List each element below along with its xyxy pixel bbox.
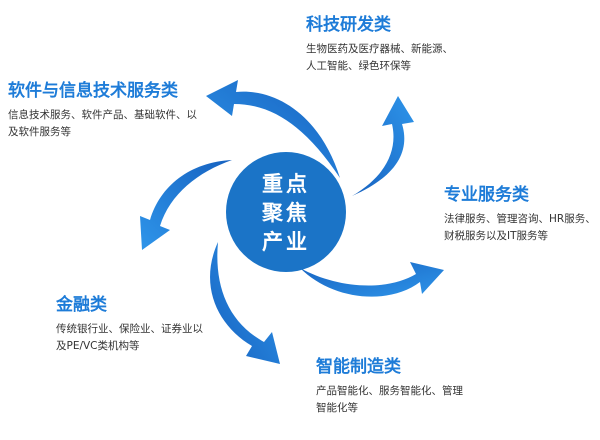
description-line: 法律服务、管理咨询、HR服务、 xyxy=(444,213,596,225)
category-title: 专业服务类 xyxy=(444,185,529,205)
description-line: 智能化等 xyxy=(316,402,358,414)
center-label-line2: 聚焦 xyxy=(262,201,310,225)
category-professional-services: 专业服务类 法律服务、管理咨询、HR服务、 财税服务以及IT服务等 xyxy=(444,184,596,245)
center-label-line3: 产业 xyxy=(262,230,310,254)
description-line: 传统银行业、保险业、证券业以 xyxy=(56,323,203,335)
category-title: 软件与信息技术服务类 xyxy=(8,81,178,101)
category-tech-rnd: 科技研发类 生物医药及医疗器械、新能源、 人工智能、绿色环保等 xyxy=(306,14,453,75)
category-description: 生物医药及医疗器械、新能源、 人工智能、绿色环保等 xyxy=(306,41,453,75)
category-description: 信息技术服务、软件产品、基础软件、以 及软件服务等 xyxy=(8,107,197,141)
description-line: 信息技术服务、软件产品、基础软件、以 xyxy=(8,109,197,121)
category-finance: 金融类 传统银行业、保险业、证券业以 及PE/VC类机构等 xyxy=(56,294,203,355)
swirl-arrow-manufacturing xyxy=(210,242,280,364)
swirl-arrow-software xyxy=(206,80,340,178)
swirl-arrow-professional xyxy=(300,262,444,297)
center-label-line1: 重点 xyxy=(262,172,310,196)
description-line: 人工智能、绿色环保等 xyxy=(306,60,411,72)
category-smart-manufacturing: 智能制造类 产品智能化、服务智能化、管理 智能化等 xyxy=(316,356,463,417)
center-label: 重点 聚焦 产业 xyxy=(230,170,342,257)
swirl-arrow-finance xyxy=(140,160,232,250)
category-title: 智能制造类 xyxy=(316,357,401,377)
description-line: 财税服务以及IT服务等 xyxy=(444,230,549,242)
category-description: 传统银行业、保险业、证券业以 及PE/VC类机构等 xyxy=(56,321,203,355)
swirl-arrow-tech xyxy=(352,96,414,196)
description-line: 生物医药及医疗器械、新能源、 xyxy=(306,43,453,55)
description-line: 产品智能化、服务智能化、管理 xyxy=(316,385,463,397)
category-title: 金融类 xyxy=(56,295,107,315)
center-circle xyxy=(226,152,346,272)
category-software-it: 软件与信息技术服务类 信息技术服务、软件产品、基础软件、以 及软件服务等 xyxy=(8,80,197,141)
category-description: 产品智能化、服务智能化、管理 智能化等 xyxy=(316,383,463,417)
description-line: 及PE/VC类机构等 xyxy=(56,340,140,352)
category-description: 法律服务、管理咨询、HR服务、 财税服务以及IT服务等 xyxy=(444,211,596,245)
description-line: 及软件服务等 xyxy=(8,126,71,138)
category-title: 科技研发类 xyxy=(306,15,391,35)
